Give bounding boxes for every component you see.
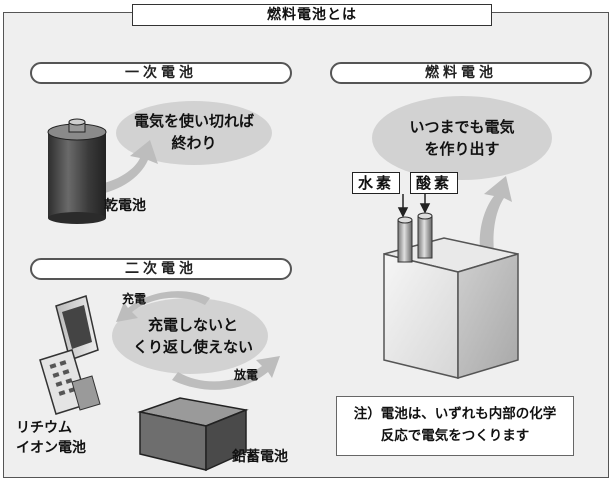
note-box: 注）電池は、いずれも内部の化学 反応で電気をつくります <box>336 396 574 456</box>
hydrogen-label: 水素 <box>352 172 400 194</box>
charge-arrow <box>116 291 210 322</box>
gas-input-arrows <box>397 194 431 218</box>
lead-acid-label: 鉛蓄電池 <box>232 449 288 465</box>
diagram-title: 燃料電池とは <box>132 4 492 26</box>
dry-cell-battery <box>47 118 107 224</box>
primary-bubble-text: 電気を使い切れば 終わり <box>120 110 268 154</box>
fuel-arrow <box>479 176 512 252</box>
lithium-label-line2: イオン電池 <box>16 440 86 456</box>
primary-bubble <box>116 101 272 165</box>
charge-label: 充電 <box>122 292 147 306</box>
mobile-phone <box>39 295 101 415</box>
lithium-ion-label: リチウム イオン電池 <box>16 418 86 458</box>
fuel-bubble-text: いつまでも電気 を作り出す <box>378 116 546 160</box>
secondary-bubble-line1: 充電しないと <box>147 316 238 334</box>
primary-battery-heading: 一次電池 <box>30 62 292 84</box>
lead-acid-battery <box>137 397 249 472</box>
note-line1: 注）電池は、いずれも内部の化学 <box>353 406 557 422</box>
secondary-bubble-text: 充電しないと くり返し使えない <box>118 314 268 358</box>
oxygen-label: 酸素 <box>410 172 458 194</box>
discharge-label: 放電 <box>234 368 259 382</box>
primary-arrow <box>98 140 158 194</box>
lithium-label-line1: リチウム <box>16 420 72 436</box>
fuel-bubble-line1: いつまでも電気 <box>409 118 515 136</box>
fuel-cell-cube <box>383 237 519 380</box>
discharge-arrow <box>172 356 280 390</box>
dry-cell-label: 乾電池 <box>104 198 146 214</box>
secondary-bubble <box>112 298 268 374</box>
note-line2: 反応で電気をつくります <box>380 428 530 444</box>
primary-bubble-line2: 終わり <box>171 134 217 152</box>
fuel-cell-heading: 燃料電池 <box>330 62 592 84</box>
fuel-bubble <box>372 96 552 180</box>
gas-inlet-tubes <box>397 212 433 263</box>
secondary-bubble-line2: くり返し使えない <box>132 338 253 356</box>
fuel-bubble-line2: を作り出す <box>424 140 500 158</box>
secondary-battery-heading: 二次電池 <box>30 258 292 280</box>
primary-bubble-line1: 電気を使い切れば <box>133 112 254 130</box>
